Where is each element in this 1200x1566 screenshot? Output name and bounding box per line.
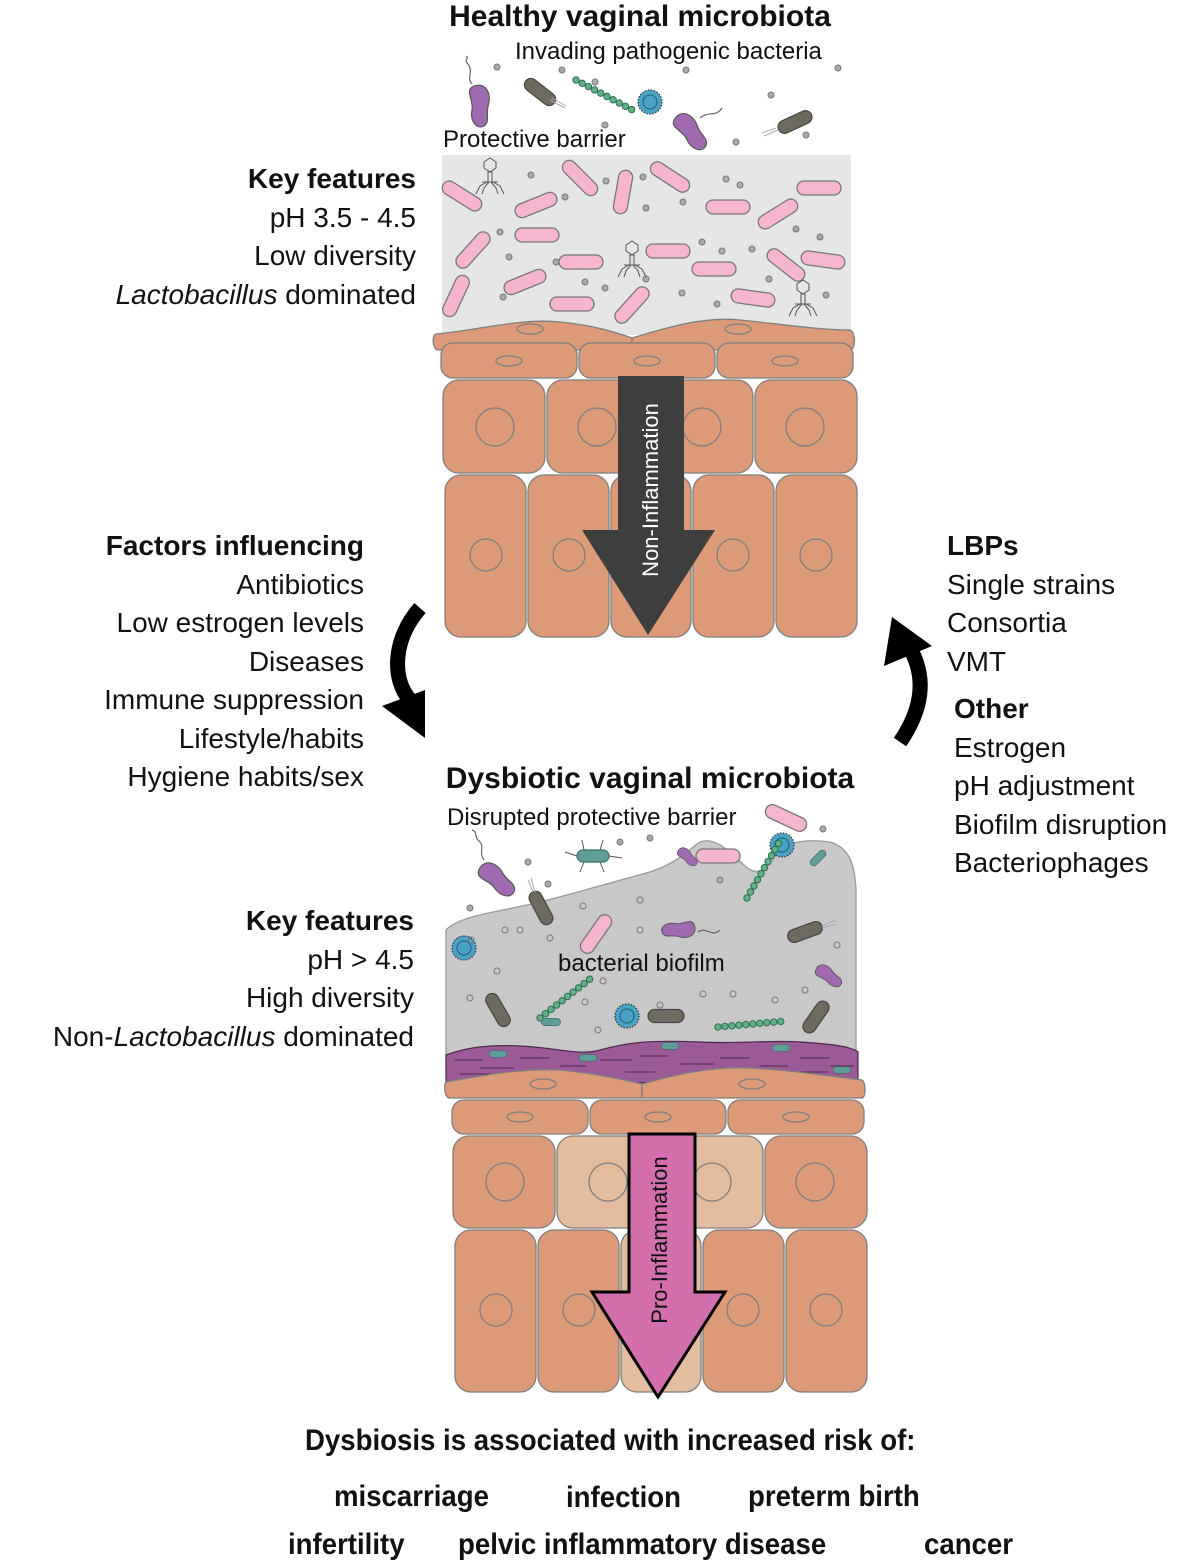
healthy-diversity: Low diversity [254,240,416,271]
dysbiotic-key-features: Key features pH > 4.5 High diversity Non… [0,902,414,1056]
dysbiotic-panel [444,801,868,1400]
risk-item: infection [566,1481,681,1514]
healthy-dominance-rest: dominated [277,278,416,310]
lbps-list: LBPs Single strains Consortia VMT [947,527,1115,681]
other-item: pH adjustment [954,770,1135,801]
risk-item: cancer [924,1528,1014,1561]
invading-bacteria-label: Invading pathogenic bacteria [515,38,822,65]
dysbiotic-diversity: High diversity [245,982,414,1013]
healthy-mucus-layer [442,155,851,335]
healthy-panel [432,55,858,638]
bacterial-biofilm-label: bacterial biofilm [558,950,725,977]
dysbiotic-title: Dysbiotic vaginal microbiota [445,762,855,795]
protective-barrier-label: Protective barrier [443,126,626,153]
lactobacillus-italic: Lactobacillus [113,1020,276,1052]
pro-inflammation-label: Pro-Inflammation [647,1156,672,1324]
factor-item: Lifestyle/habits [178,722,364,754]
factor-item: Antibiotics [236,568,364,600]
lbps-heading: LBPs [947,530,1019,561]
dysbiotic-dominance: Non-Lactobacillus dominated [0,1018,414,1057]
invading-bacteria [465,55,842,156]
factor-item: Diseases [248,645,364,677]
dysbiotic-bacteria [451,801,845,1037]
other-item: Bacteriophages [954,847,1149,878]
disrupted-barrier-label: Disrupted protective barrier [447,804,737,831]
other-heading: Other [954,693,1029,724]
healthy-dominance: Lactobacillus dominated [0,276,416,315]
factors-influencing: Factors influencing Antibiotics Low estr… [0,527,364,797]
non-inflammation-arrow [582,376,715,635]
factor-item: Hygiene habits/sex [127,761,364,792]
risk-item: infertility [288,1528,405,1561]
risk-item: miscarriage [334,1480,489,1513]
arrow-to-dysbiosis-icon [382,603,426,738]
lbps-item: VMT [947,645,1007,677]
factor-item: Low estrogen levels [116,607,364,638]
other-item: Estrogen [954,731,1067,763]
healthy-key-features-heading: Key features [247,163,416,194]
factors-heading: Factors influencing [105,530,364,561]
other-treatments-list: Other Estrogen pH adjustment Biofilm dis… [954,690,1167,883]
other-item: Biofilm disruption [954,808,1168,840]
arrow-to-healthy-icon [884,617,932,747]
dysbiotic-dominance-rest: dominated [275,1020,414,1052]
risk-item: pelvic inflammatory disease [458,1528,827,1561]
dysbiotic-key-features-heading: Key features [245,905,414,936]
dysbiotic-ph: pH > 4.5 [307,943,414,975]
non-inflammation-label: Non-Inflammation [638,403,663,577]
pro-inflammation-arrow [589,1132,728,1400]
risks-heading: Dysbiosis is associated with increased r… [305,1424,916,1457]
factor-item: Immune suppression [104,684,364,715]
lbps-item: Single strains [947,568,1116,600]
risk-item: preterm birth [748,1480,920,1513]
healthy-title: Healthy vaginal microbiota [449,0,831,33]
dysbiotic-dominance-prefix: Non- [52,1020,114,1052]
healthy-key-features: Key features pH 3.5 - 4.5 Low diversity … [0,160,416,314]
lactobacillus-italic: Lactobacillus [115,278,278,310]
lbps-item: Consortia [947,607,1067,638]
healthy-ph: pH 3.5 - 4.5 [269,201,416,233]
